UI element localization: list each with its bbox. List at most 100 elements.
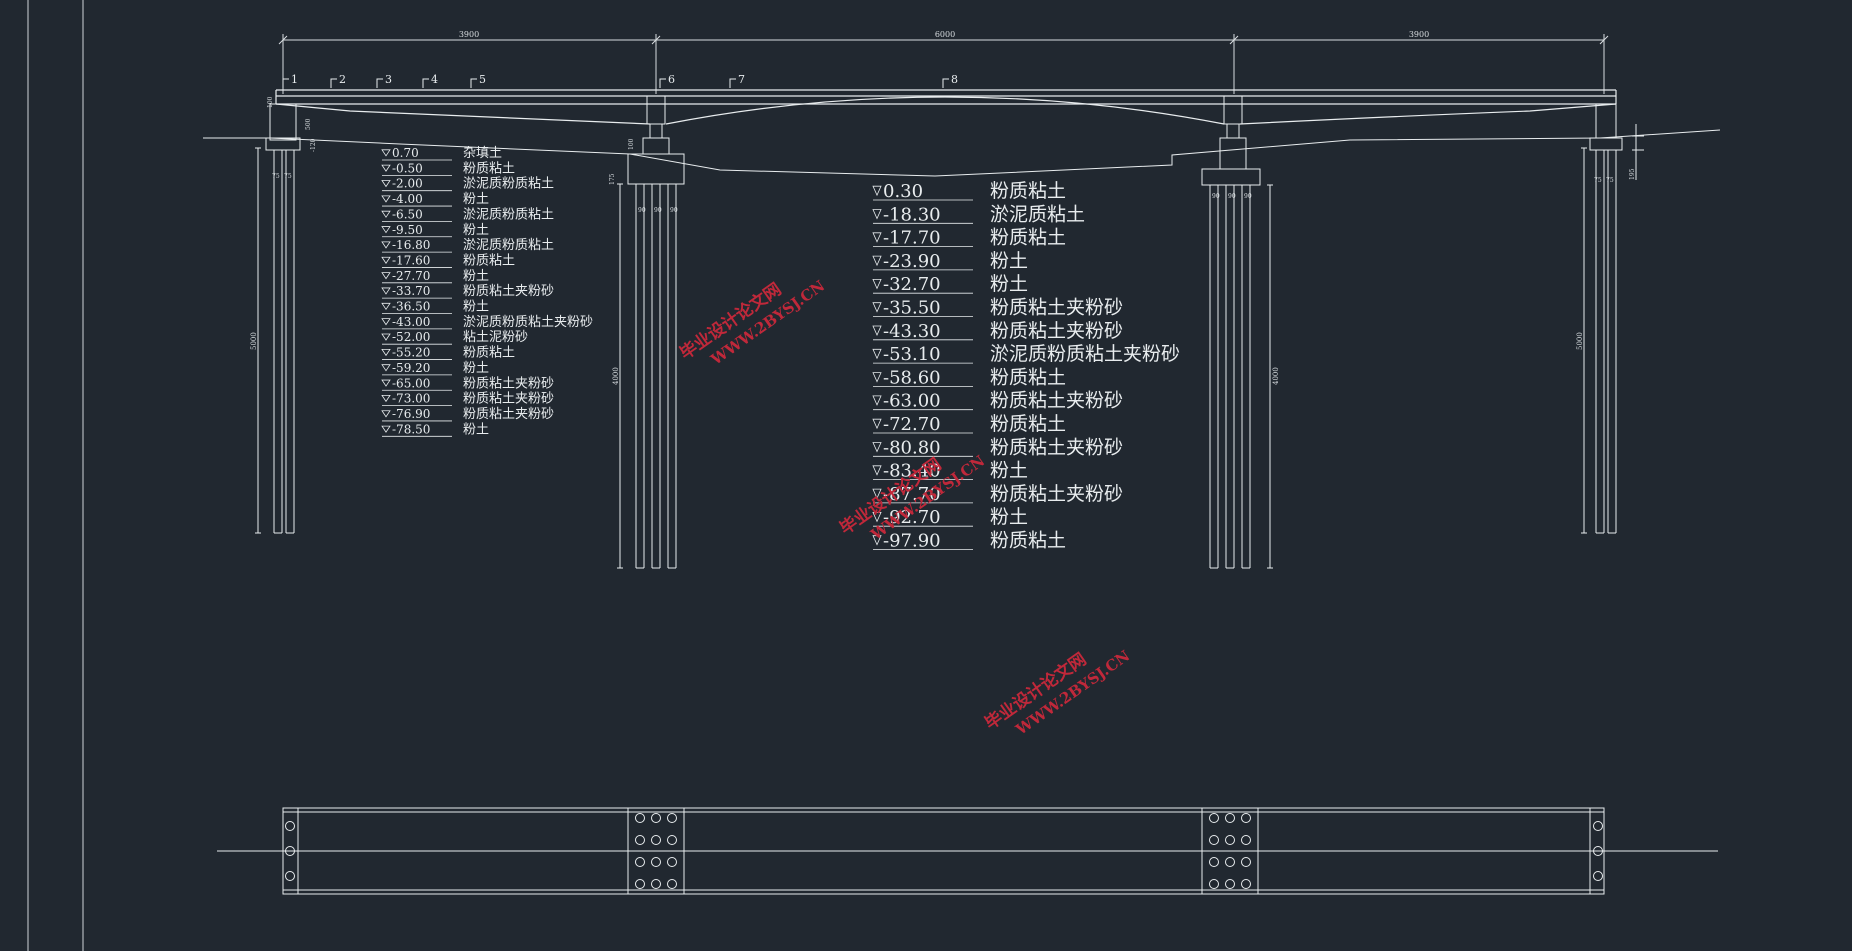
span-dimensions — [278, 34, 1609, 94]
elevation-marker-icon — [872, 488, 882, 500]
pile-circle — [667, 857, 677, 867]
borehole-soil-type: 粉土 — [990, 460, 1028, 482]
elevation-marker-icon — [381, 272, 391, 280]
elevation-marker-icon — [872, 418, 882, 430]
pile-circle — [651, 879, 661, 889]
pile-circle — [1593, 871, 1603, 881]
borehole-elevation: -18.30 — [883, 204, 941, 225]
pile-circle — [635, 879, 645, 889]
dim-s90-b: 90 — [1228, 193, 1236, 200]
borehole-soil-type: 粉质粘土夹粉砂 — [990, 390, 1123, 412]
pile-circle — [1225, 879, 1235, 889]
elevation-marker-icon — [381, 410, 391, 418]
borehole-soil-type: 淤泥质粉质粘土 — [463, 207, 554, 222]
elevation-marker-icon — [872, 372, 882, 383]
borehole-soil-type: 粉质粘土夹粉砂 — [990, 483, 1123, 505]
borehole-elevation: -73.00 — [392, 392, 430, 406]
section-mark-label: 8 — [951, 73, 958, 86]
bridge-deck — [275, 89, 1617, 125]
borehole-soil-type: 粘土泥粉砂 — [463, 330, 528, 345]
elevation-marker-icon — [381, 302, 391, 311]
elevation-marker-icon — [872, 185, 882, 197]
dim-s75-b: 75 — [284, 173, 292, 180]
pile-circle — [1241, 835, 1251, 845]
pile-circle — [1209, 813, 1219, 823]
borehole-soil-type: 粉质粘土 — [990, 413, 1066, 435]
borehole-soil-type: 淤泥质粉质粘土夹粉砂 — [990, 343, 1180, 365]
dim-ground-mark: -120 — [310, 138, 317, 152]
section-mark-label: 3 — [385, 73, 392, 86]
dim-pile-right: 5000 — [1576, 332, 1584, 350]
borehole-elevation: -17.60 — [392, 253, 430, 267]
elevation-marker-icon — [381, 333, 391, 341]
elevation-marker-icon — [872, 255, 882, 267]
section-mark-tick — [659, 78, 666, 88]
dim-right-mark: 195 — [1629, 168, 1636, 180]
borehole-elevation: -92.70 — [883, 507, 941, 528]
pile-circle — [1225, 835, 1235, 845]
borehole-soil-type: 杂填土 — [463, 146, 502, 161]
dim-s75-c: 75 — [1594, 177, 1602, 184]
elevation-marker-icon — [872, 535, 882, 546]
elevation-marker-icon — [872, 465, 882, 476]
borehole-soil-type: 粉质粘土夹粉砂 — [463, 407, 554, 422]
borehole-elevation: -4.00 — [392, 192, 423, 206]
dim-right-span: 3900 — [1409, 30, 1429, 39]
borehole-soil-type: 粉质粘土夹粉砂 — [990, 297, 1123, 319]
elevation-marker-icon — [872, 209, 882, 220]
right-abutment — [1581, 103, 1644, 534]
borehole-soil-type: 粉质粘土夹粉砂 — [463, 392, 554, 407]
borehole-elevation: -55.20 — [392, 346, 430, 360]
elevation-marker-icon — [381, 364, 391, 372]
borehole-soil-type: 粉土 — [463, 223, 489, 238]
elevation-marker-icon — [381, 164, 391, 172]
borehole-soil-type: 粉质粘土 — [990, 180, 1066, 202]
borehole-soil-type: 粉土 — [990, 506, 1028, 528]
borehole-elevation: -16.80 — [392, 238, 430, 252]
borehole-elevation: -43.30 — [883, 321, 941, 342]
section-mark-tick — [422, 78, 429, 88]
pile-circle — [651, 857, 661, 867]
elevation-marker-icon — [381, 395, 391, 403]
borehole-elevation: -53.10 — [883, 344, 941, 365]
borehole-elevation: -27.70 — [392, 269, 430, 283]
elevation-marker-icon — [381, 287, 391, 295]
borehole-elevation: -52.00 — [392, 330, 430, 344]
pile-circle — [1209, 857, 1219, 867]
borehole-elevation: -63.00 — [883, 391, 941, 412]
section-mark-label: 5 — [479, 73, 486, 86]
section-mark-label: 1 — [291, 73, 298, 86]
pile-circle — [635, 835, 645, 845]
section-mark-tick — [330, 78, 337, 88]
pile-circle — [635, 813, 645, 823]
dim-cap-h: 175 — [609, 173, 616, 185]
borehole-elevation: -9.50 — [392, 223, 423, 237]
section-mark-label: 4 — [431, 73, 438, 86]
section-mark-label: 7 — [738, 73, 745, 86]
borehole-soil-type: 粉质粘土夹粉砂 — [990, 320, 1123, 342]
borehole-elevation: -80.80 — [883, 437, 941, 458]
pile-circle — [1209, 879, 1219, 889]
borehole-soil-type: 粉土 — [463, 192, 489, 207]
borehole-soil-type: 粉土 — [463, 300, 489, 315]
plan-pile-circles — [285, 813, 1603, 889]
pile-circle — [1209, 835, 1219, 845]
pile-circle — [285, 821, 295, 831]
elevation-marker-icon — [381, 425, 391, 433]
elevation-marker-icon — [381, 210, 391, 218]
pile-circle — [1225, 857, 1235, 867]
borehole-elevation: 0.30 — [883, 181, 923, 202]
borehole-soil-type: 粉土 — [990, 273, 1028, 295]
pile-circle — [1241, 813, 1251, 823]
pile-circle — [1241, 879, 1251, 889]
elevation-marker-icon — [381, 318, 391, 326]
borehole-soil-type: 粉质粘土 — [463, 253, 515, 268]
dim-pile-left: 5000 — [250, 332, 258, 350]
borehole-soil-type: 粉质粘土夹粉砂 — [463, 376, 554, 391]
section-mark-tick — [470, 78, 477, 88]
borehole-elevation: -72.70 — [883, 414, 941, 435]
drawing-frame — [27, 0, 84, 951]
